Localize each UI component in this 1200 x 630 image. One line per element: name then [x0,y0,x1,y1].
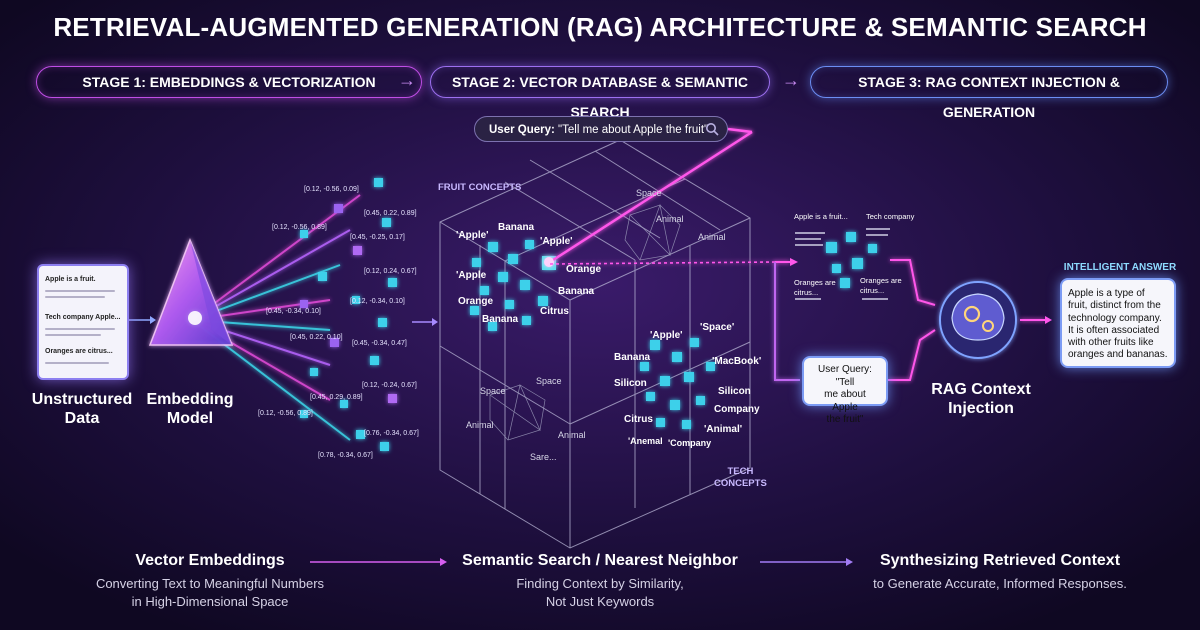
brain-gear-icon [939,281,1017,359]
tech-word: 'Apple' [650,330,683,341]
caption-synthesizing-title: Synthesizing Retrieved Context [879,552,1121,569]
fruit-word: Orange [566,264,602,275]
caption-semantic-search-sub2: Not Just Keywords [545,594,655,609]
fruit-word: Orange [458,296,494,307]
space-word: Animal [466,420,494,430]
vector-label: [0.45, 0.22, 0.10] [290,334,343,341]
retrieved-cubes [826,232,877,288]
stage-2-header: STAGE 2: VECTOR DATABASE & SEMANTIC SEAR… [430,66,770,120]
caption-vector-embeddings-sub2: in High-Dimensional Space [131,594,289,609]
fruit-word: Banana [482,314,519,325]
doc-line: Apple is a fruit. [45,276,96,283]
vector-space-cube [439,139,751,549]
retrieved-item: Oranges are [860,276,902,285]
vector-label: [0.45, -0.25, 0.17] [350,234,405,241]
doc-line: Tech company Apple... [45,314,121,321]
fruit-concepts-title: FRUIT CONCEPTS [438,182,522,193]
vector-label: [0.45, 0.29, 0.89] [310,394,363,401]
caption-vector-embeddings-title: Vector Embeddings [135,552,285,569]
retrieved-item: Apple is a fruit... [794,212,848,221]
tech-word: 'Anemal [628,436,663,446]
retrieved-item: Oranges are [794,278,836,287]
tech-word: 'Space' [700,322,735,333]
fruit-word: 'Apple' [540,236,573,247]
space-word: Sare... [530,452,557,462]
stage-arrow-2: → [782,70,800,90]
caption-semantic-search-sub1: Finding Context by Similarity, [516,576,684,591]
doc-line: Oranges are citrus... [45,348,113,355]
search-icon[interactable] [705,122,719,136]
tech-word: 'Company [668,438,712,448]
fruit-word: Banana [558,286,595,297]
stage-1-header: STAGE 1: EMBEDDINGS & VECTORIZATION [36,66,422,98]
intelligent-answer-box: Apple is a type of fruit, distinct from … [1060,278,1176,368]
vector-label: [0.12, -0.56, 0.09] [304,186,359,193]
space-word: Space [636,188,662,198]
prism-icon [148,237,234,346]
vector-label: [0.45, -0.34, 0.47] [352,340,407,347]
retrieved-item: Tech company [866,212,915,221]
tech-word: 'MacBook' [712,356,762,367]
vector-label: [0.12, 0.24, 0.67] [364,268,417,275]
unstructured-document: Apple is a fruit. Tech company Apple... … [37,264,129,380]
vector-label: [0.76, -0.34, 0.67] [364,430,419,437]
tech-word: Company [714,404,760,415]
vector-label: [0.45, -0.34, 0.10] [266,308,321,315]
caption-vector-embeddings-sub1: Converting Text to Meaningful Numbers [95,576,325,591]
stage-arrow-1: → [398,70,416,90]
space-word: Animal [558,430,586,440]
page-title: RETRIEVAL-AUGMENTED GENERATION (RAG) ARC… [53,12,1147,42]
vector-label: [0.45, 0.22, 0.89] [364,210,417,217]
tech-word: Silicon [718,386,751,397]
caption-semantic-search-title: Semantic Search / Nearest Neighbor [462,552,738,569]
intelligent-answer-title: INTELLIGENT ANSWER [1063,262,1177,273]
retrieved-bars [795,228,890,300]
user-query-search-bar[interactable]: User Query: "Tell me about Apple the fru… [474,116,728,142]
retrieved-item: citrus... [794,288,819,297]
flow-lines [774,259,1045,381]
query-laser [544,127,776,267]
tech-word: Banana [614,352,651,363]
tech-cluster [640,338,715,429]
vector-label: [0.12, -0.56, 0.89] [258,410,313,417]
space-word: Animal [698,232,726,242]
tech-word: 'Animal' [704,424,743,435]
query-text: "Tell me about Apple the fruit" [558,124,709,136]
tech-word: Silicon [614,378,647,389]
vector-label: [0.78, -0.34, 0.67] [318,452,373,459]
vector-label: [0.12, -0.24, 0.67] [362,382,417,389]
fruit-word: 'Apple [456,270,487,281]
space-constellation-bottom [489,383,546,441]
stage-3-header: STAGE 3: RAG CONTEXT INJECTION & GENERAT… [810,66,1168,120]
space-word: Space [480,386,506,396]
space-word: Space [536,376,562,386]
query-label: User Query: [489,124,555,136]
vector-label: [0.12, -0.56, 0.89] [272,224,327,231]
vector-cubes [300,178,397,451]
fruit-word: Banana [498,222,535,233]
fruit-word: 'Apple' [456,230,489,241]
space-word: Animal [656,214,684,224]
retrieved-item: citrus... [860,286,885,295]
space-constellation-top [624,203,681,261]
user-query-bubble: User Query: "Tell me about Apple the fru… [802,356,888,425]
fruit-word: Citrus [540,306,569,317]
vector-label: [0.12, -0.34, 0.10] [350,298,405,305]
caption-synthesizing-sub1: to Generate Accurate, Informed Responses… [873,576,1127,591]
tech-word: Citrus [624,414,653,425]
